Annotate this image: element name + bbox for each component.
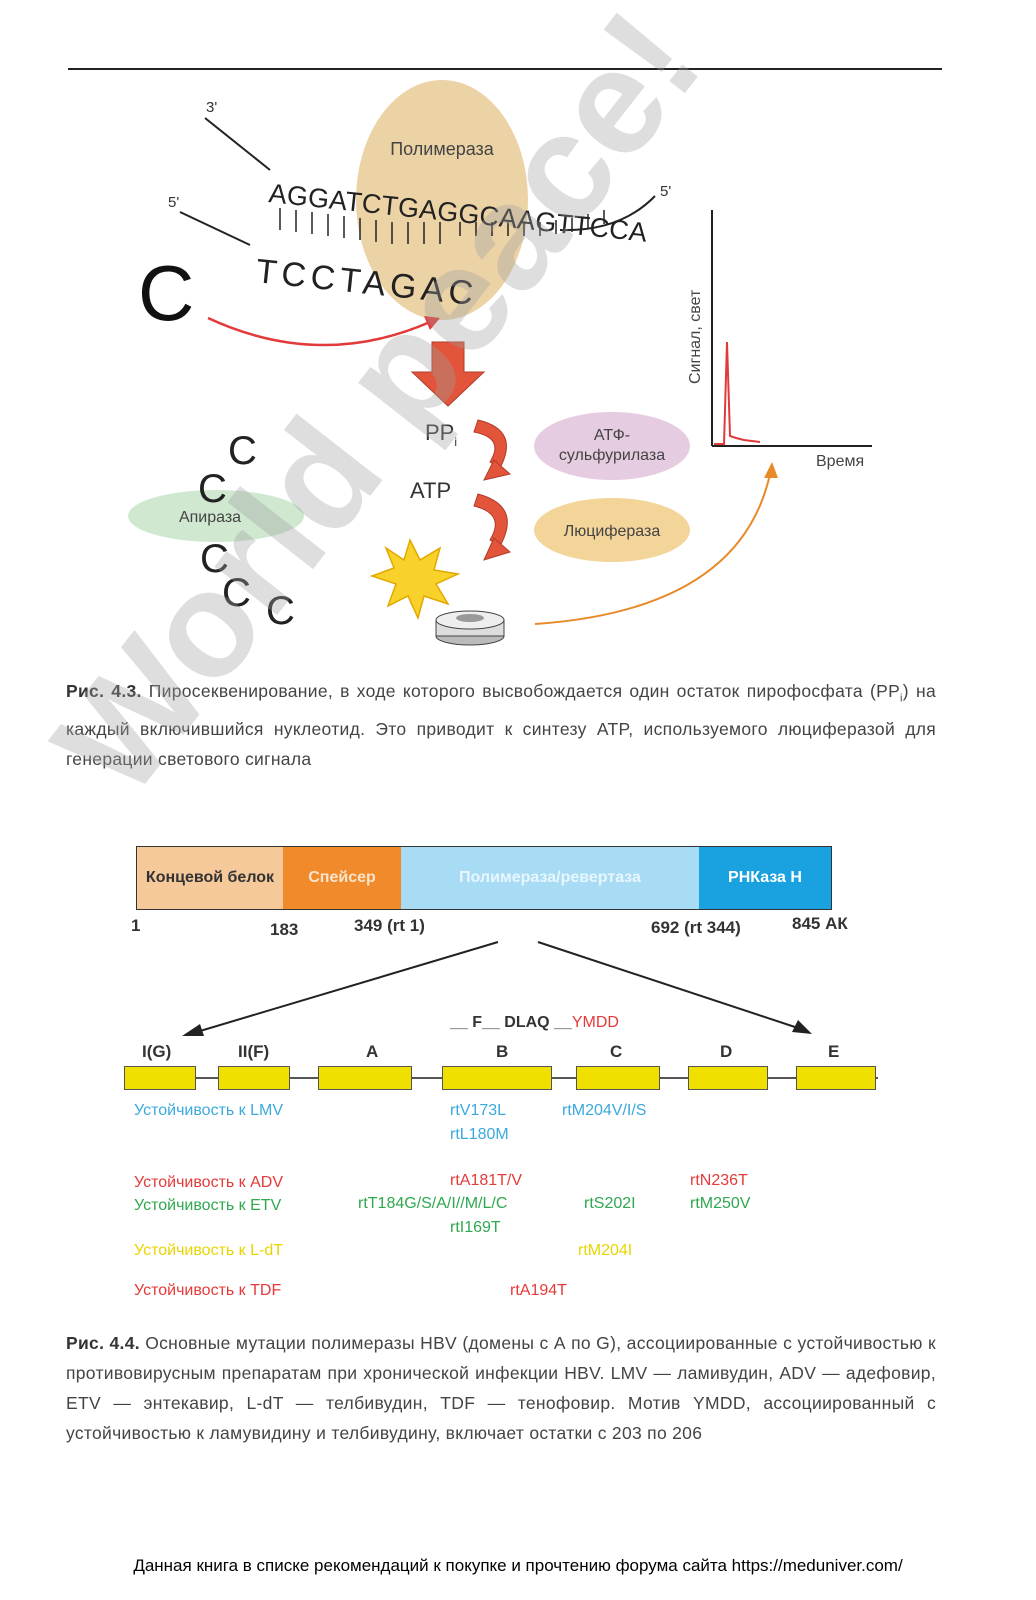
box-label: B bbox=[496, 1042, 509, 1061]
box-label: D bbox=[720, 1042, 733, 1061]
mutation: rtL180M bbox=[450, 1126, 509, 1143]
incoming-base: C bbox=[138, 249, 194, 337]
top-strand-line bbox=[204, 117, 271, 171]
box-label: C bbox=[610, 1042, 623, 1061]
caption-text: Основные мутации полимеразы HBV (домены … bbox=[66, 1333, 936, 1443]
box-b bbox=[442, 1066, 552, 1090]
domain-rnase-h: РНКаза Н bbox=[699, 847, 831, 909]
mutation: rtA194T bbox=[510, 1282, 567, 1299]
light-burst-icon bbox=[369, 537, 461, 621]
strand-5-right-label: 5' bbox=[660, 183, 671, 200]
degraded-base: C bbox=[200, 537, 229, 581]
graph-signal-peak bbox=[714, 341, 761, 445]
position-tick: 845 АК bbox=[792, 914, 848, 933]
polymerase-label: Полимераза bbox=[390, 139, 495, 159]
caption-text-cont: ) на каждый включившийся нуклеотид. Это … bbox=[66, 681, 936, 769]
atp-label: ATP bbox=[410, 478, 451, 503]
mutation: rtN236T bbox=[690, 1172, 748, 1189]
resistance-adv: Устойчивость к ADV bbox=[134, 1174, 284, 1191]
top-rule bbox=[68, 68, 942, 70]
caption-subscript: i bbox=[900, 692, 903, 705]
graph-x-label: Время bbox=[816, 453, 864, 470]
resistance-ldt: Устойчивость к L-dT bbox=[134, 1242, 284, 1259]
resistance-lmv: Устойчивость к LMV bbox=[134, 1102, 284, 1119]
resistance-etv: Устойчивость к ETV bbox=[134, 1197, 282, 1214]
atp-sulfurylase-label: АТФ-сульфурилаза bbox=[559, 427, 665, 464]
polymerase-oval bbox=[356, 80, 528, 320]
box-label: E bbox=[828, 1042, 840, 1061]
domain-spacer: Спейсер bbox=[283, 847, 401, 909]
base-pair-ticks bbox=[279, 208, 605, 244]
caption-label: Рис. 4.3. bbox=[66, 681, 142, 701]
bottom-strand-line bbox=[179, 211, 251, 246]
ppi-label: PPi bbox=[425, 420, 457, 449]
degraded-base: C bbox=[266, 589, 295, 633]
domain-polymerase: Полимераза/ревертаза bbox=[401, 847, 699, 909]
position-tick: 692 (rt 344) bbox=[651, 918, 741, 937]
conversion-arrows bbox=[473, 419, 512, 561]
degraded-base: C bbox=[198, 467, 227, 511]
motif-label: __ F__ DLAQ __YMDD bbox=[450, 1014, 619, 1032]
domain-terminal-protein: Концевой белок bbox=[137, 847, 283, 909]
figure-4-3-caption: Рис. 4.3. Пиросеквенирование, в ходе кот… bbox=[66, 676, 936, 774]
luciferase-oval bbox=[534, 498, 690, 562]
atp-sulfurylase-oval bbox=[534, 412, 690, 480]
caption-label: Рис. 4.4. bbox=[66, 1333, 140, 1353]
strand-3-label: 3' bbox=[206, 99, 217, 116]
box-label: II(F) bbox=[238, 1042, 270, 1061]
footer-note: Данная книга в списке рекомендаций к пок… bbox=[133, 1556, 903, 1575]
zoom-arrows bbox=[182, 941, 812, 1036]
hbv-polymerase-domain-bar: Концевой белок Спейсер Полимераза/реверт… bbox=[136, 846, 832, 910]
box-d bbox=[688, 1066, 768, 1090]
motif-prefix: __ F__ DLAQ __ bbox=[450, 1014, 572, 1031]
incorporation-arrow bbox=[207, 316, 431, 347]
mutation: rtM204V/I/S bbox=[562, 1102, 647, 1119]
mutation: rtM250V bbox=[690, 1195, 751, 1212]
mutation: rtT184G/S/A/I//M/L/C bbox=[358, 1195, 508, 1212]
box-i-g bbox=[124, 1066, 196, 1090]
motif-ymdd: YMDD bbox=[571, 1014, 619, 1031]
box-ii-f bbox=[218, 1066, 290, 1090]
down-arrow bbox=[410, 341, 486, 407]
signal-arrow bbox=[534, 473, 771, 625]
position-tick: 349 (rt 1) bbox=[354, 916, 425, 935]
mutation: rtA181T/V bbox=[450, 1172, 523, 1189]
luciferase-label: Люцифераза bbox=[564, 523, 661, 540]
box-c bbox=[576, 1066, 660, 1090]
graph-y-label: Сигнал, свет bbox=[687, 289, 704, 384]
degraded-base: C bbox=[222, 571, 251, 615]
box-label: I(G) bbox=[142, 1042, 172, 1061]
position-tick: 183 bbox=[270, 920, 299, 939]
caption-text: Пиросеквенирование, в ходе которого высв… bbox=[141, 681, 901, 701]
degraded-base: C bbox=[228, 429, 257, 473]
strand-5-left-label: 5' bbox=[168, 194, 179, 211]
mutation: rtV173L bbox=[450, 1102, 507, 1119]
box-e bbox=[796, 1066, 876, 1090]
pyrosequencing-figure: Полимераза 3' 5' 5' AGGATCTGAGGCAAGTTCCA… bbox=[128, 80, 872, 646]
resistance-tdf: Устойчивость к TDF bbox=[134, 1282, 282, 1299]
position-tick: 1 bbox=[131, 916, 141, 935]
apyrase-oval bbox=[128, 490, 304, 542]
box-a bbox=[318, 1066, 412, 1090]
detector-icon bbox=[435, 610, 505, 646]
figure-4-4-caption: Рис. 4.4. Основные мутации полимеразы HB… bbox=[66, 1328, 936, 1448]
mutation: rtS202I bbox=[584, 1195, 636, 1212]
mutation: rtI169T bbox=[450, 1219, 501, 1236]
mutation: rtM204I bbox=[578, 1242, 633, 1259]
apyrase-label: Апираза bbox=[179, 509, 241, 526]
box-label: A bbox=[366, 1042, 379, 1061]
